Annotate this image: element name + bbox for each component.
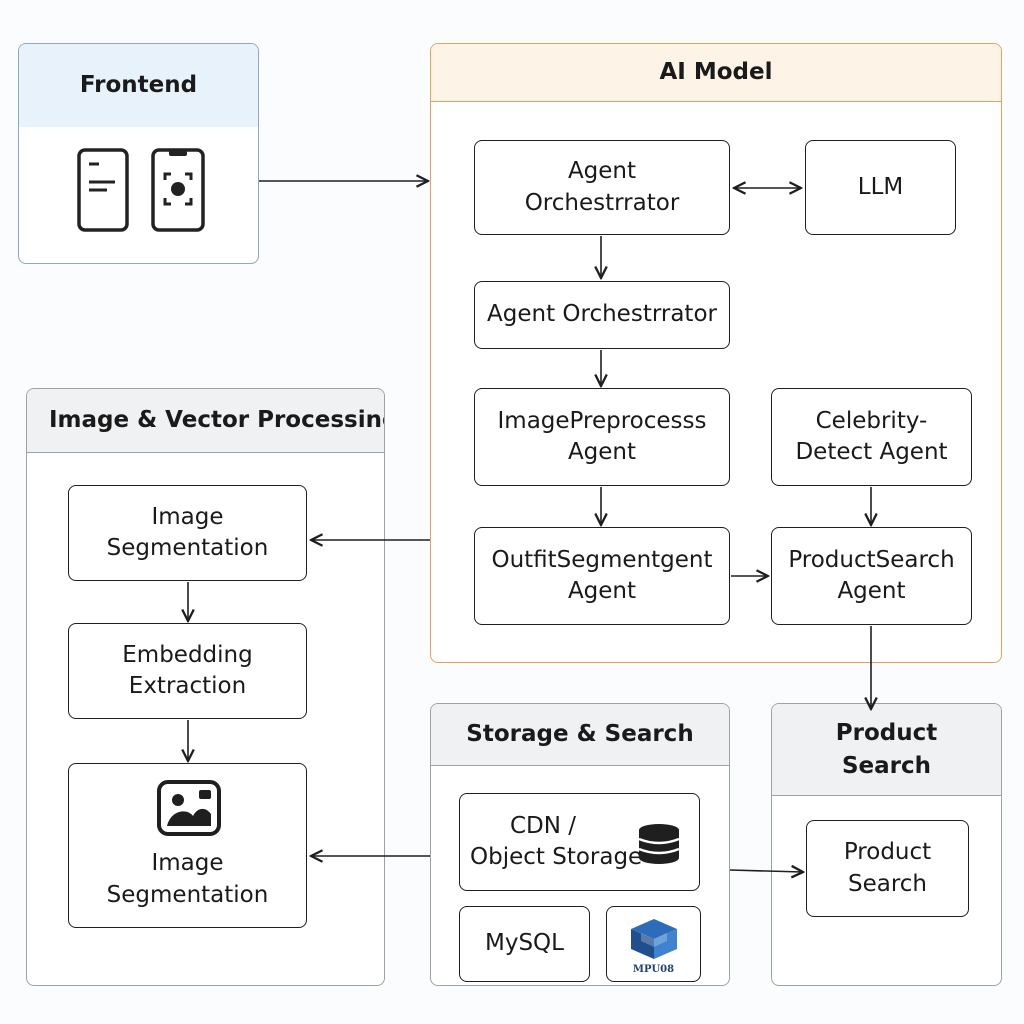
node-label: Image bbox=[151, 850, 224, 876]
product-search-header: Product Search bbox=[772, 704, 1001, 796]
product-search-agent-node: ProductSearch Agent bbox=[771, 527, 972, 625]
node-label: Segmentation bbox=[106, 881, 269, 908]
llm-node: LLM bbox=[805, 140, 956, 235]
node-label: Search bbox=[847, 870, 928, 897]
cube-storage-node: MPU08 bbox=[606, 906, 701, 982]
frontend-title: Frontend bbox=[79, 72, 198, 99]
node-label: Detect Agent bbox=[795, 439, 948, 465]
node-label: Agent bbox=[837, 578, 906, 604]
frontend-header: Frontend bbox=[19, 44, 258, 127]
image-icon bbox=[157, 780, 223, 848]
product-search-title-line: Product bbox=[835, 720, 938, 747]
database-icon bbox=[637, 822, 681, 876]
node-label: Agent bbox=[567, 158, 637, 184]
image-segmentation-top-node: Image Segmentation bbox=[68, 485, 307, 581]
celebrity-detect-agent-node: Celebrity- Detect Agent bbox=[771, 388, 972, 486]
outfit-segment-agent-node: OutfitSegmentgent Agent bbox=[474, 527, 730, 625]
node-label: Embedding bbox=[122, 641, 253, 668]
image-preprocess-agent-node: ImagePreprocesss Agent bbox=[474, 388, 730, 486]
ai-model-header: AI Model bbox=[431, 44, 1001, 102]
product-search-title-line: Search bbox=[841, 752, 932, 779]
mysql-node: MySQL bbox=[459, 906, 590, 982]
node-label: Agent bbox=[567, 578, 637, 604]
node-label: Product bbox=[843, 839, 932, 865]
embedding-extraction-node: Embedding Extraction bbox=[68, 623, 307, 719]
node-label: Extraction bbox=[128, 673, 247, 699]
frontend-group: Frontend bbox=[18, 43, 259, 264]
storage-search-header: Storage & Search bbox=[431, 704, 729, 766]
node-label: CDN / bbox=[510, 812, 577, 839]
node-label: Orchestrrator bbox=[524, 189, 680, 216]
agent-orchestrator-top-node: Agent Orchestrrator bbox=[474, 140, 730, 235]
node-label: Agent bbox=[567, 439, 637, 465]
node-label: Object Storage bbox=[470, 844, 643, 870]
phone-document-icon bbox=[77, 148, 131, 238]
node-label: ProductSearch bbox=[788, 546, 955, 573]
agent-orchestrator-mid-node: Agent Orchestrrator bbox=[474, 281, 730, 349]
storage-search-title: Storage & Search bbox=[466, 721, 694, 748]
ai-model-title: AI Model bbox=[659, 59, 773, 86]
node-label: Celebrity- bbox=[815, 407, 928, 434]
node-label: ImagePreprocesss bbox=[497, 407, 707, 434]
cdn-object-storage-node: CDN / Object Storage bbox=[459, 793, 700, 891]
node-label: LLM bbox=[857, 173, 904, 200]
node-label: Segmentation bbox=[106, 535, 269, 561]
image-vector-title: Image & Vector Processing bbox=[49, 407, 385, 434]
node-label: OutfitSegmentgent bbox=[491, 546, 713, 573]
cube-icon bbox=[629, 917, 679, 971]
node-label: Image bbox=[151, 503, 224, 530]
node-label: Agent Orchestrrator bbox=[487, 301, 717, 328]
phone-camera-icon bbox=[151, 148, 207, 238]
node-label: MySQL bbox=[485, 930, 564, 957]
image-segmentation-bottom-node: Image Segmentation bbox=[68, 763, 307, 928]
image-vector-header: Image & Vector Processing bbox=[27, 389, 384, 453]
product-search-inner-node: Product Search bbox=[806, 820, 969, 917]
cube-caption: MPU08 bbox=[632, 964, 675, 976]
